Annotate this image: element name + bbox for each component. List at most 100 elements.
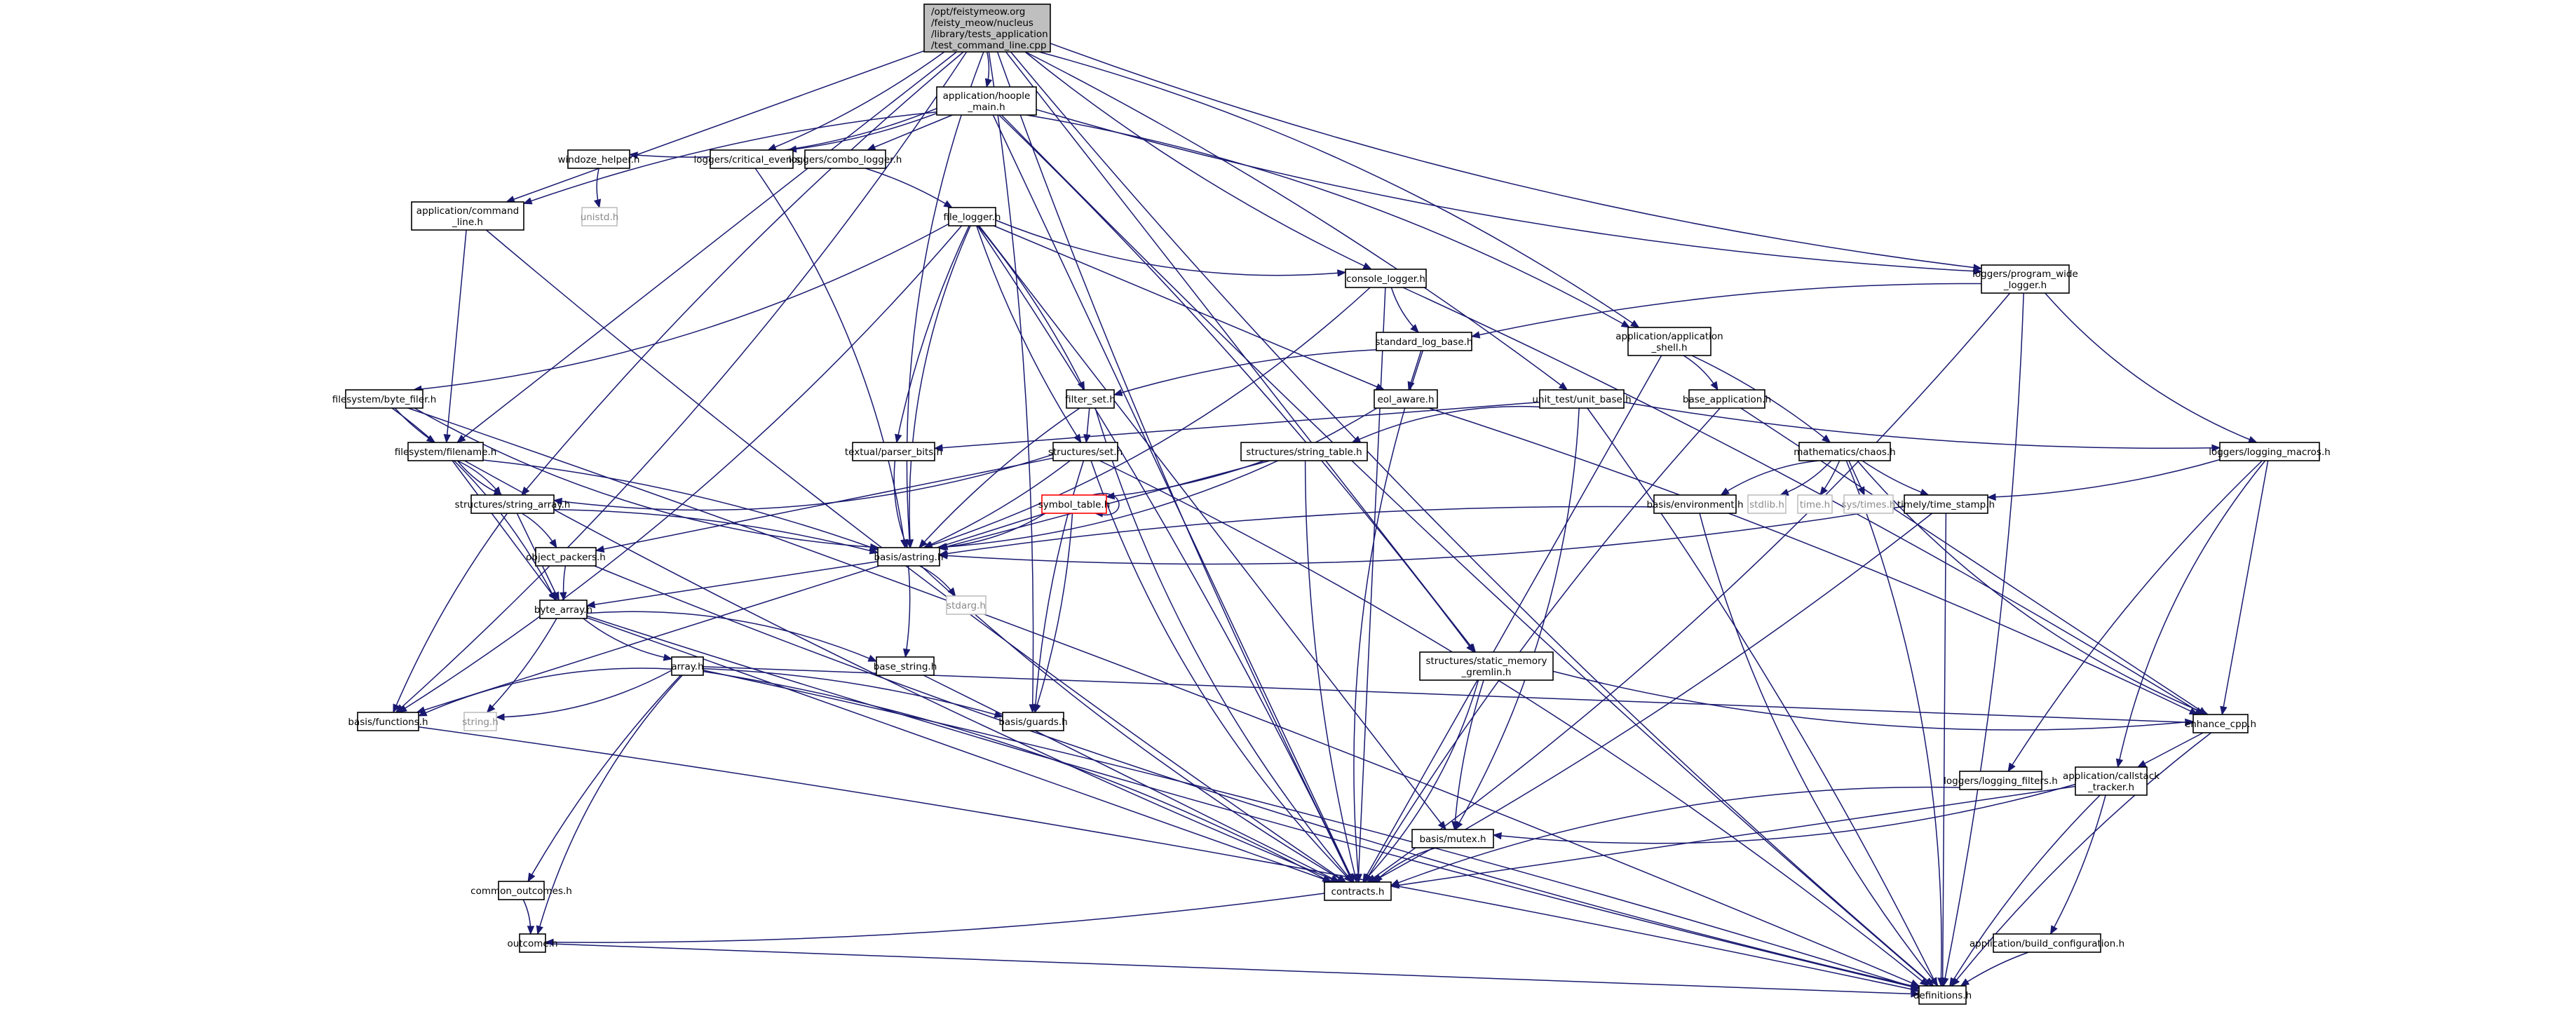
node-label: loggers/logging_macros.h bbox=[2209, 447, 2331, 458]
node-enhance-cpp[interactable]: enhance_cpp.h bbox=[2185, 714, 2256, 733]
edge-console_logger-to-contracts bbox=[1357, 287, 1386, 883]
node-box bbox=[345, 389, 423, 409]
edge-array-to-definitions bbox=[703, 670, 1920, 989]
node-windoze-helper[interactable]: windoze_helper.h bbox=[558, 149, 640, 169]
edge-base_application-to-contracts bbox=[1364, 407, 1721, 883]
node-label: contracts.h bbox=[1331, 886, 1385, 898]
node-box bbox=[852, 442, 935, 461]
node-label: timely/time_stamp.h bbox=[1897, 499, 1995, 510]
node-box bbox=[463, 712, 497, 731]
node-root[interactable]: /opt/feistymeow.org/feisty_meow/nucleus/… bbox=[923, 4, 1051, 53]
edge-byte_array-to-string_h bbox=[487, 618, 557, 713]
edge-byte_array-to-definitions bbox=[586, 615, 1920, 989]
node-astring[interactable]: basis/astring.h bbox=[874, 547, 944, 567]
node-label: file_logger.h bbox=[944, 212, 1001, 223]
arrowhead-file_logger-to-parser_bits bbox=[895, 433, 902, 444]
node-hoople-main[interactable]: application/hoople_main.h bbox=[936, 86, 1037, 116]
node-chaos[interactable]: mathematics/chaos.h bbox=[1794, 442, 1896, 461]
node-label: standard_log_base.h bbox=[1376, 337, 1473, 348]
arrowhead-logging_macros-to-callstack_tracker bbox=[2115, 758, 2124, 768]
node-standard-log-base[interactable]: standard_log_base.h bbox=[1376, 332, 1473, 351]
node-array[interactable]: array.h bbox=[671, 656, 704, 676]
node-callstack-tracker[interactable]: application/callstack_tracker.h bbox=[2063, 766, 2160, 796]
edge-root-to-guards bbox=[988, 51, 1034, 713]
node-label: _line.h bbox=[452, 217, 483, 228]
node-base-string[interactable]: base_string.h bbox=[874, 656, 937, 676]
node-set[interactable]: structures/set.h bbox=[1048, 442, 1123, 461]
edge-hoople_main-to-application_shell bbox=[1026, 114, 1630, 328]
edge-root-to-console_logger bbox=[1024, 51, 1372, 270]
node-string-array[interactable]: structures/string_array.h bbox=[455, 494, 571, 514]
edges-layer bbox=[391, 43, 2269, 998]
edge-root-to-filename bbox=[456, 51, 957, 443]
edge-set-to-guards bbox=[1034, 460, 1085, 713]
node-file-logger[interactable]: file_logger.h bbox=[944, 207, 1001, 226]
node-environment[interactable]: basis/environment.h bbox=[1646, 494, 1744, 514]
node-box bbox=[519, 933, 546, 953]
arrowhead-chaos-to-stdlib bbox=[1779, 489, 1789, 496]
node-parser-bits[interactable]: textual/parser_bits.h bbox=[845, 442, 942, 461]
arrowhead-array-to-common_outcomes bbox=[527, 872, 536, 883]
node-time-stamp[interactable]: timely/time_stamp.h bbox=[1897, 494, 1995, 514]
edge-callstack_tracker-to-definitions bbox=[1949, 794, 2101, 987]
node-symbol-table[interactable]: symbol_table.h bbox=[1038, 494, 1111, 514]
node-mutex[interactable]: basis/mutex.h bbox=[1411, 829, 1494, 848]
node-box bbox=[581, 207, 618, 226]
edge-time_stamp-to-astring bbox=[939, 506, 1905, 565]
node-build-configuration[interactable]: application/build_configuration.h bbox=[1970, 933, 2124, 953]
node-filter-set[interactable]: filter_set.h bbox=[1065, 389, 1116, 409]
edge-parser_bits-to-astring bbox=[893, 460, 908, 548]
edge-array-to-common_outcomes bbox=[527, 675, 682, 882]
node-functions[interactable]: basis/functions.h bbox=[348, 712, 428, 731]
node-box bbox=[1993, 933, 2101, 953]
arrowhead-string_array-to-functions bbox=[393, 703, 400, 714]
node-unistd: unistd.h bbox=[581, 207, 618, 226]
node-application-shell[interactable]: application/application_shell.h bbox=[1615, 327, 1723, 356]
edge-byte_filer-to-astring bbox=[414, 407, 879, 548]
edge-hoople_main-to-contracts bbox=[992, 114, 1355, 883]
arrowhead-astring-to-contracts bbox=[1336, 874, 1347, 883]
node-box bbox=[877, 547, 940, 567]
arrowhead-application_shell-to-chaos bbox=[1822, 434, 1831, 443]
node-byte-filer[interactable]: filesystem/byte_filer.h bbox=[332, 389, 437, 409]
node-string-table[interactable]: structures/string_table.h bbox=[1240, 442, 1368, 461]
node-logging-filters[interactable]: loggers/logging_filters.h bbox=[1944, 771, 2058, 790]
node-static-memory-gremlin[interactable]: structures/static_memory_gremlin.h bbox=[1419, 651, 1554, 681]
node-box bbox=[2192, 714, 2249, 733]
node-filename[interactable]: filesystem/filename.h bbox=[395, 442, 497, 461]
node-program-wide-logger[interactable]: loggers/program_wide_logger.h bbox=[1972, 264, 2078, 294]
node-box bbox=[1324, 881, 1392, 901]
node-byte-array[interactable]: byte_array.h bbox=[534, 600, 592, 619]
edge-file_logger-to-console_logger bbox=[995, 219, 1346, 276]
node-common-outcomes[interactable]: common_outcomes.h bbox=[470, 881, 572, 900]
node-label: filter_set.h bbox=[1065, 394, 1116, 405]
node-label: _shell.h bbox=[1651, 342, 1688, 353]
edge-outcome-to-definitions bbox=[545, 942, 1920, 995]
edge-astring-to-base_string bbox=[904, 565, 911, 658]
node-eol-aware[interactable]: eol_aware.h bbox=[1374, 389, 1438, 409]
node-combo-logger[interactable]: loggers/combo_logger.h bbox=[789, 149, 902, 169]
node-contracts[interactable]: contracts.h bbox=[1324, 881, 1392, 901]
node-object-packers[interactable]: object_packers.h bbox=[526, 547, 606, 567]
arrowhead-application_shell-to-base_application bbox=[1710, 381, 1719, 391]
arrowhead-string_array-to-byte_array bbox=[552, 591, 560, 602]
node-logging-macros[interactable]: loggers/logging_macros.h bbox=[2209, 442, 2331, 461]
node-guards[interactable]: basis/guards.h bbox=[998, 712, 1068, 731]
node-definitions[interactable]: definitions.h bbox=[1913, 985, 1972, 1005]
node-unit-base[interactable]: unit_test/unit_base.h bbox=[1532, 389, 1632, 409]
node-label: _tracker.h bbox=[2087, 782, 2134, 793]
edge-program_wide_logger-to-standard_log_base bbox=[1471, 283, 1982, 337]
arrowhead-logging_macros-to-logging_filters bbox=[2007, 762, 2016, 773]
arrowhead-filter_set-to-astring bbox=[918, 539, 928, 548]
arrowhead-callstack_tracker-to-definitions bbox=[1949, 977, 1958, 987]
arrowhead-time_stamp-to-definitions bbox=[1939, 977, 1946, 987]
node-command-line[interactable]: application/command_line.h bbox=[411, 201, 524, 231]
arrowhead-outcome-to-definitions bbox=[1911, 990, 1920, 998]
node-console-logger[interactable]: console_logger.h bbox=[1345, 269, 1427, 288]
arrowhead-astring-to-base_string bbox=[902, 648, 911, 658]
node-box bbox=[1798, 442, 1891, 461]
node-outcome[interactable]: outcome.h bbox=[507, 933, 558, 953]
node-base-application[interactable]: base_application.h bbox=[1683, 389, 1771, 409]
node-critical-events[interactable]: loggers/critical_events.h bbox=[694, 149, 810, 169]
